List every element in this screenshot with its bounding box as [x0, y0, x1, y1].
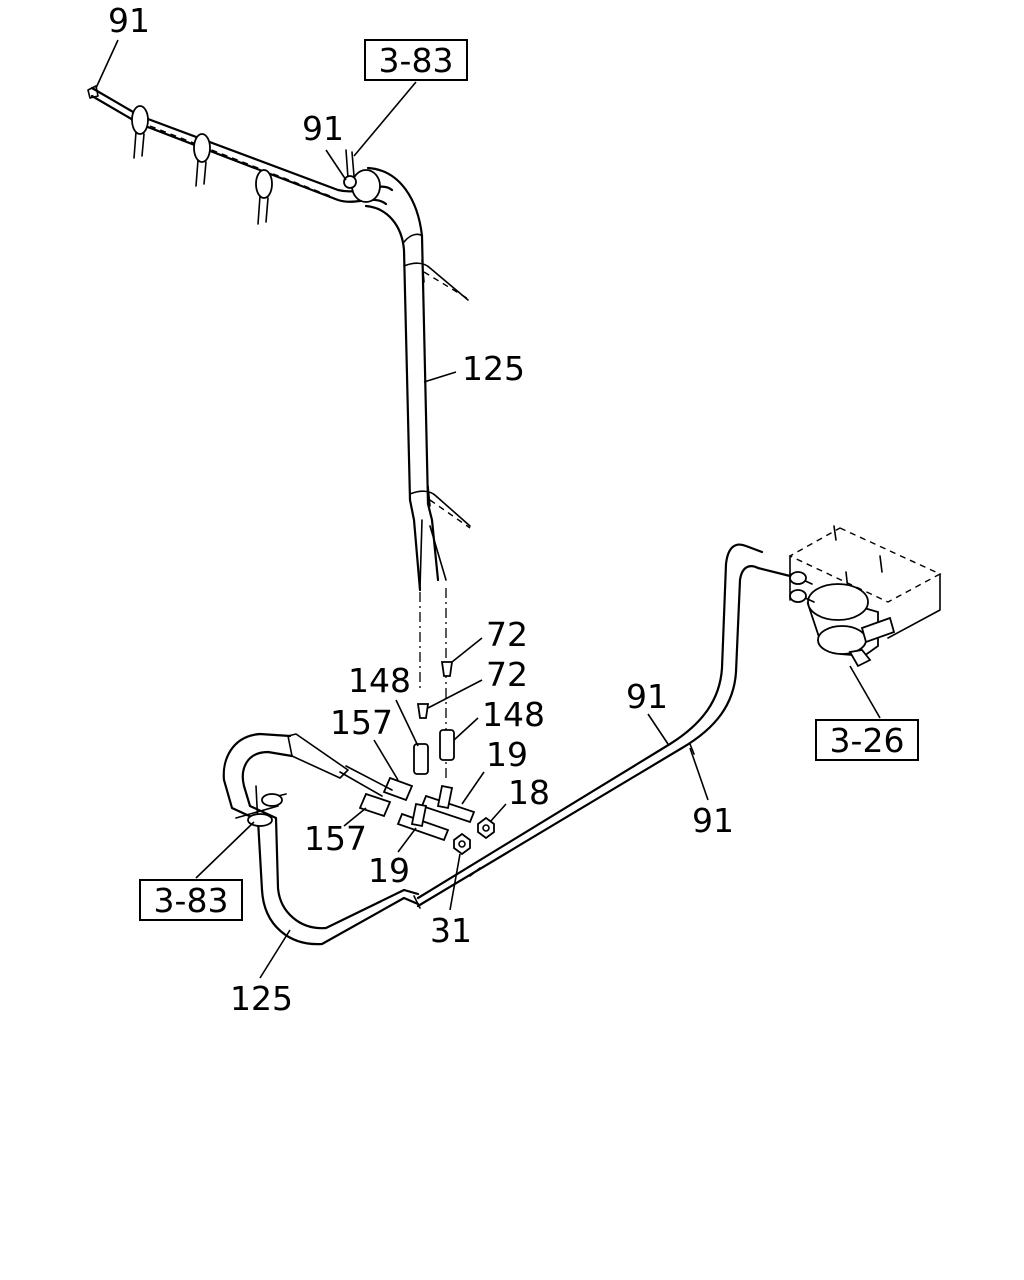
relay-valve[interactable] — [788, 525, 942, 668]
leader-72-b — [427, 679, 483, 709]
plug-72-b[interactable] — [416, 703, 430, 719]
sleeve-157-upper[interactable] — [382, 776, 414, 802]
callout-31: 31 — [430, 911, 472, 950]
ref-label-3-83-bottom: 3-83 — [154, 881, 229, 920]
leader-91-top-left — [95, 39, 119, 89]
leader-125-upper — [423, 371, 457, 383]
ref-box-3-83-top[interactable]: 3-83 — [364, 39, 468, 81]
callout-91-right: 91 — [692, 801, 734, 840]
plug-72-a[interactable] — [440, 661, 454, 677]
callout-72-b: 72 — [486, 655, 528, 694]
nut-18[interactable] — [477, 816, 495, 840]
ref-label-3-26: 3-26 — [830, 721, 905, 760]
hose-125-upper — [364, 166, 447, 592]
callout-18: 18 — [508, 773, 550, 812]
leader-72-a — [451, 637, 483, 663]
leader-19-upper — [461, 771, 485, 805]
leader-157-upper — [373, 739, 399, 781]
callout-91-mid: 91 — [626, 677, 668, 716]
callout-148-right: 148 — [482, 695, 545, 734]
nut-31[interactable] — [453, 832, 471, 856]
elbow-clamp[interactable] — [343, 149, 381, 203]
callout-148-left: 148 — [348, 661, 411, 700]
leader-91-clamp — [325, 149, 347, 181]
pipe-clip-1[interactable] — [131, 105, 149, 159]
leader-125-lower — [259, 929, 291, 979]
callout-91-top-left: 91 — [108, 1, 150, 40]
leader-157-lower — [343, 807, 367, 827]
ref-label-3-83-top: 3-83 — [379, 41, 454, 80]
hose-bracket-upper[interactable] — [403, 259, 471, 301]
ref-box-3-26[interactable]: 3-26 — [815, 719, 919, 761]
ref-3-83-bottom-leader — [195, 821, 255, 879]
sleeve-148-right[interactable] — [439, 729, 455, 761]
callout-125-lower: 125 — [230, 979, 293, 1018]
callout-19-upper: 19 — [486, 735, 528, 774]
callout-157-upper: 157 — [330, 703, 393, 742]
hose-bracket-lower[interactable] — [409, 485, 471, 529]
tee-19-upper[interactable] — [420, 784, 476, 824]
callout-91-clamp: 91 — [302, 109, 344, 148]
ref-3-83-top-leader — [353, 81, 417, 157]
callout-125-upper: 125 — [462, 349, 525, 388]
pipe-clip-3[interactable] — [255, 169, 273, 225]
sleeve-157-lower[interactable] — [358, 792, 392, 818]
leader-148-right — [453, 717, 479, 741]
hose-125-lower — [222, 732, 420, 946]
ref-3-26-leader — [849, 665, 881, 719]
leader-91-right — [689, 747, 709, 801]
leader-91-mid — [647, 713, 669, 745]
tee-19-lower[interactable] — [396, 802, 450, 842]
pipe-clip-2[interactable] — [193, 133, 211, 187]
sleeve-148-left[interactable] — [413, 743, 429, 775]
callout-72-a: 72 — [486, 615, 528, 654]
leader-31 — [449, 853, 461, 911]
hose-clamp-lower[interactable] — [235, 785, 287, 827]
leader-19-lower — [397, 827, 417, 853]
callout-19-lower: 19 — [368, 851, 410, 890]
ref-box-3-83-bottom[interactable]: 3-83 — [139, 879, 243, 921]
pipe-91-long — [413, 543, 792, 909]
callout-157-lower: 157 — [304, 819, 367, 858]
leader-18 — [489, 803, 507, 823]
leader-148-left — [395, 699, 419, 747]
